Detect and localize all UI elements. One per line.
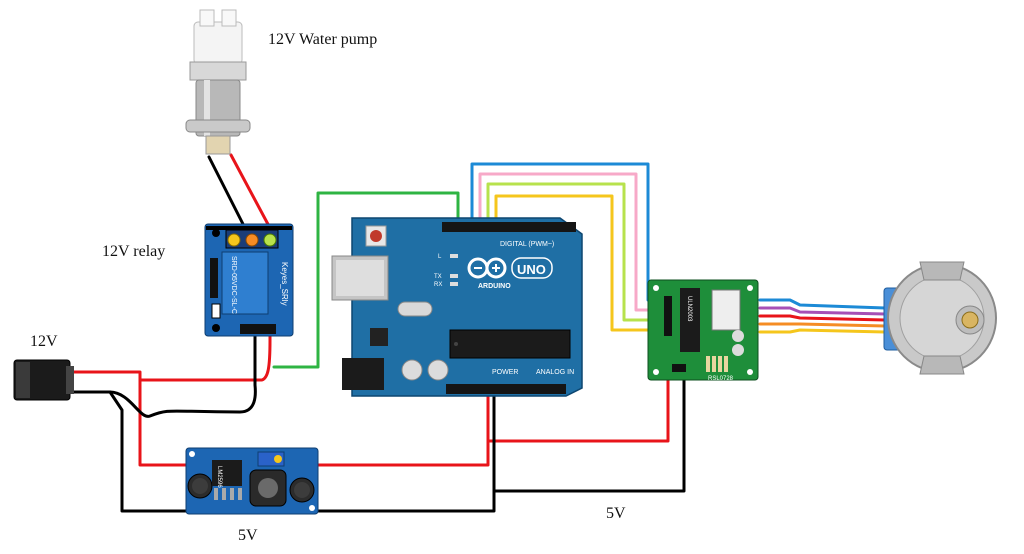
- wire-in4-yellow: [494, 194, 666, 332]
- driver-board-text: RSL0728: [708, 376, 734, 382]
- wire-5v-black-driver: [492, 368, 686, 493]
- led-l: L: [438, 254, 442, 260]
- dc-jack-12v: [13, 359, 74, 401]
- wire-12v-red: [70, 370, 194, 467]
- wire-in3-lime: [486, 182, 666, 322]
- arduino-model: UNO: [517, 262, 546, 277]
- arduino-brand: ARDUINO: [478, 283, 511, 290]
- uln-chip-text: ULN2003: [686, 296, 692, 322]
- stepper-motor: [883, 261, 997, 375]
- power-header: POWER: [492, 369, 518, 376]
- wire-5v-red: [310, 390, 490, 467]
- relay-pin-text: ON Led S+-: [214, 338, 246, 344]
- wire-motor-red: [758, 314, 887, 322]
- wire-12v-black: [70, 390, 192, 513]
- wire-motor-purple: [758, 306, 887, 316]
- relay-label: 12V relay: [102, 243, 165, 260]
- buck-converter: LM2596: [185, 447, 319, 515]
- wire-5v-black: [310, 390, 496, 513]
- relay-brand-text: Keyes_SRly: [280, 262, 289, 306]
- pump-label: 12V Water pump: [268, 31, 377, 48]
- relay-module: SRD-05VDC-SL-C Keyes_SRly ON Led S+-: [204, 223, 294, 344]
- water-pump: [185, 9, 251, 155]
- relay-model-text: SRD-05VDC-SL-C: [230, 256, 237, 314]
- digital-header: DIGITAL (PWM~): [500, 241, 554, 248]
- buck-output-label: 5V: [238, 527, 258, 544]
- arduino-logo: [467, 257, 507, 279]
- analog-header: ANALOG IN: [536, 369, 574, 376]
- wires: [70, 153, 887, 513]
- driver-supply-label: 5V: [606, 505, 626, 522]
- wire-5v-red-driver: [486, 368, 670, 443]
- led-rx: RX: [434, 282, 442, 288]
- wire-12v-red-relay: [138, 331, 272, 382]
- arduino-uno: DIGITAL (PWM~) POWER ANALOG IN L TX RX U…: [331, 217, 583, 397]
- wire-12v-black-cross: [108, 331, 257, 418]
- uln2003-driver: ULN2003 RSL0728: [647, 279, 759, 382]
- buck-chip-text: LM2596: [216, 466, 222, 488]
- wire-signal-green: [272, 191, 460, 369]
- led-tx: TX: [434, 274, 442, 280]
- wire-motor-blue: [758, 298, 887, 310]
- wire-in2-pink: [478, 172, 666, 312]
- supply-label: 12V: [30, 333, 58, 350]
- wire-motor-orange: [758, 322, 887, 328]
- wire-motor-yellow: [758, 328, 887, 334]
